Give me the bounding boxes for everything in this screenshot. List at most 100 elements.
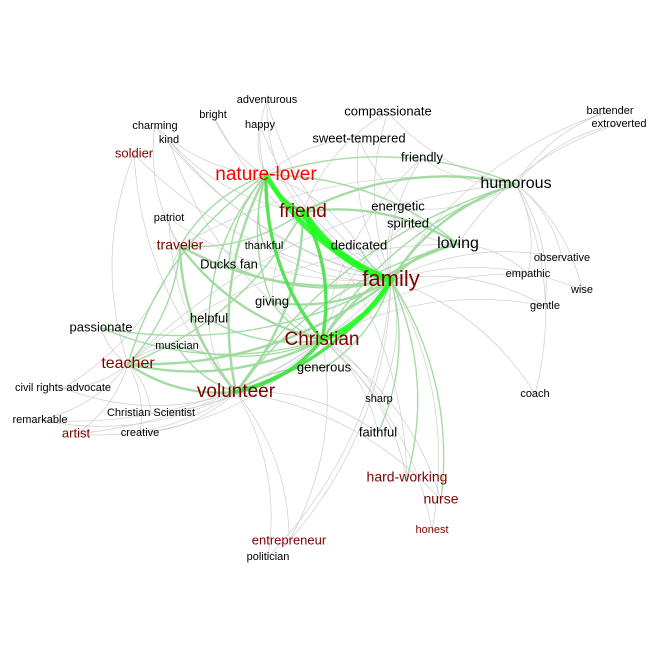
node-label-helpful: helpful [190, 310, 228, 325]
edge-entrepreneur-family [288, 279, 392, 542]
node-label-happy: happy [245, 119, 275, 131]
edge-coach-family [390, 279, 536, 395]
edge-compassionate-family [374, 111, 392, 281]
node-label-friendly: friendly [401, 149, 443, 164]
edge-nature-lover-giving [256, 174, 273, 303]
edge-gentle-family [390, 275, 546, 307]
edge-christian-family [319, 277, 394, 343]
node-label-remarkable: remarkable [12, 414, 67, 426]
edge-observative-family [390, 251, 563, 281]
node-label-faithful: faithful [359, 424, 397, 439]
edge-humorous-friend [301, 175, 518, 214]
edge-teacher-volunteer [126, 362, 238, 394]
node-label-extroverted: extroverted [591, 118, 646, 130]
edge-extroverted-loving [457, 123, 620, 245]
node-label-teacher: teacher [101, 355, 155, 372]
edge-loving-friend [301, 208, 460, 246]
node-label-coach: coach [520, 388, 549, 400]
node-label-nature-lover: nature-lover [215, 164, 317, 185]
node-label-adventurous: adventurous [237, 94, 298, 106]
edge-friend-family [299, 208, 395, 284]
edge-bartender-family [390, 110, 611, 281]
node-label-spirited: spirited [387, 215, 429, 230]
edge-passionate-family [100, 279, 392, 337]
edge-remarkable-teacher [39, 363, 129, 421]
edge-nurse-volunteer [235, 391, 442, 501]
node-label-loving: loving [437, 235, 479, 252]
edge-passionate-teacher [100, 327, 129, 365]
node-label-kind: kind [159, 134, 179, 146]
edge-coach-humorous [515, 183, 546, 395]
edge-civil-rights-advocate-volunteer [62, 387, 237, 406]
edge-humorous-teacher [127, 183, 517, 365]
node-label-nurse: nurse [423, 491, 458, 507]
edge-nature-lover-volunteer [227, 173, 268, 394]
edge-hard-working-family [390, 279, 419, 479]
edge-musician-volunteer [176, 345, 237, 393]
edge-wise-family [390, 267, 583, 291]
edge-energetic-humorous [397, 183, 517, 210]
node-label-civil-rights-advocate: civil rights advocate [15, 382, 111, 394]
node-label-bartender: bartender [586, 105, 633, 117]
edge-soldier-teacher [111, 153, 135, 365]
node-label-observative: observative [534, 252, 590, 264]
node-label-traveler: traveler [157, 237, 204, 253]
edge-helpful-christian [208, 318, 323, 344]
node-label-ducks-fan: Ducks fan [200, 256, 258, 271]
edge-humorous-family [389, 182, 518, 282]
node-label-giving: giving [255, 293, 289, 308]
edge-soldier-family [133, 153, 392, 281]
node-label-volunteer: volunteer [197, 381, 276, 402]
edge-giving-family [270, 278, 393, 306]
edge-passionate-christian [100, 327, 323, 356]
node-label-sharp: sharp [365, 393, 393, 405]
edge-happy-family [259, 124, 392, 281]
edge-politician-family [267, 279, 392, 558]
edge-civil-rights-advocate-traveler [62, 245, 181, 389]
edge-traveler-family [178, 244, 393, 287]
edge-traveler-friend [179, 211, 304, 248]
edge-creative-teacher [127, 363, 142, 434]
node-label-bright: bright [199, 109, 227, 121]
edge-musician-christian [176, 339, 323, 357]
edge-teacher-family [126, 278, 393, 366]
edge-gentle-humorous [515, 183, 547, 307]
edge-entrepreneur-volunteer [235, 391, 290, 542]
edge-nurse-family [390, 279, 445, 501]
edge-honest-christian [321, 339, 433, 531]
edge-nature-lover-traveler [179, 174, 267, 247]
edge-volunteer-christian [234, 338, 324, 394]
node-label-artist: artist [62, 425, 91, 440]
node-label-musician: musician [155, 340, 198, 352]
node-label-dedicated: dedicated [331, 237, 387, 252]
node-label-generous: generous [297, 359, 352, 374]
edge-generous-family [323, 279, 392, 369]
node-label-passionate: passionate [70, 319, 133, 334]
node-label-soldier: soldier [115, 145, 154, 160]
edge-creative-volunteer [139, 391, 237, 434]
edge-empathic-loving [457, 243, 529, 275]
edge-artist-volunteer [75, 391, 237, 436]
node-label-wise: wise [570, 284, 593, 296]
edge-traveler-christian [178, 244, 324, 342]
edge-faithful-volunteer [235, 391, 379, 434]
node-label-entrepreneur: entrepreneur [252, 532, 327, 547]
node-label-gentle: gentle [530, 300, 560, 312]
edge-volunteer-friend [234, 210, 305, 394]
edge-politician-volunteer [235, 391, 272, 558]
edge-remarkable-volunteer [39, 391, 237, 427]
edge-bright-nature-lover [212, 114, 267, 176]
node-label-sweet-tempered: sweet-tempered [312, 130, 405, 145]
node-label-honest: honest [415, 524, 448, 536]
node-label-friend: friend [279, 201, 327, 222]
edge-teacher-christian [126, 338, 324, 373]
edge-dedicated-nature-lover [265, 174, 360, 247]
edge-faithful-family [377, 279, 400, 434]
edge-traveler-volunteer [178, 244, 238, 394]
node-label-politician: politician [247, 551, 290, 563]
node-label-charming: charming [132, 120, 177, 132]
edge-entrepreneur-christian [288, 339, 328, 542]
edge-kind-friend [168, 139, 304, 213]
